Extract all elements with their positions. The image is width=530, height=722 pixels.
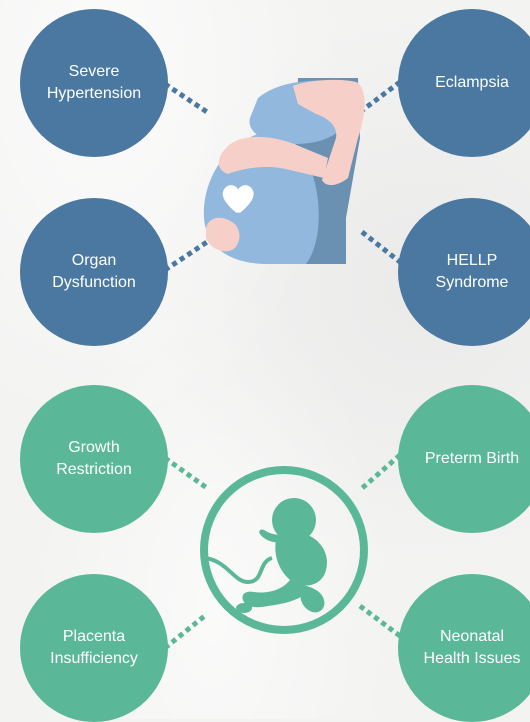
risk-placenta-insufficiency: Placenta Insufficiency bbox=[20, 574, 168, 722]
risk-organ-dysfunction: Organ Dysfunction bbox=[20, 198, 168, 346]
fetus-in-womb-icon bbox=[198, 462, 370, 638]
risk-growth-restriction: Growth Restriction bbox=[20, 385, 168, 533]
pregnant-belly-heart-icon bbox=[198, 78, 373, 264]
risk-severe-hypertension: Severe Hypertension bbox=[20, 9, 168, 157]
